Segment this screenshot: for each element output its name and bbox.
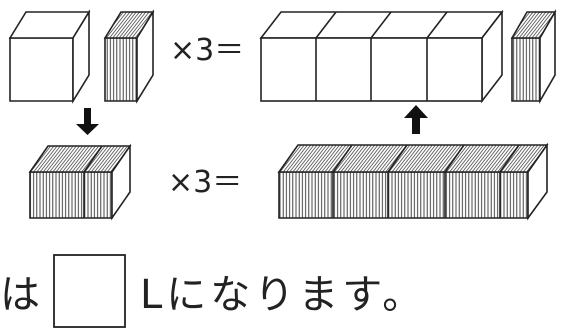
times-three-label-bottom: ×3＝ <box>168 165 242 200</box>
sentence-prefix: は <box>0 272 44 318</box>
up-arrow-icon <box>404 105 428 134</box>
times-three-label-top: ×3＝ <box>170 33 244 68</box>
cube-plain <box>8 9 91 104</box>
sentence-suffix: Lになります。 <box>140 272 426 318</box>
bar-striped-long <box>277 142 549 221</box>
answer-box[interactable] <box>53 254 126 328</box>
slab-striped-small <box>103 9 155 104</box>
down-arrow-icon <box>76 108 99 135</box>
slab-striped-right <box>510 9 557 104</box>
block-striped-medium <box>28 143 132 221</box>
cube-row-four <box>259 9 504 104</box>
